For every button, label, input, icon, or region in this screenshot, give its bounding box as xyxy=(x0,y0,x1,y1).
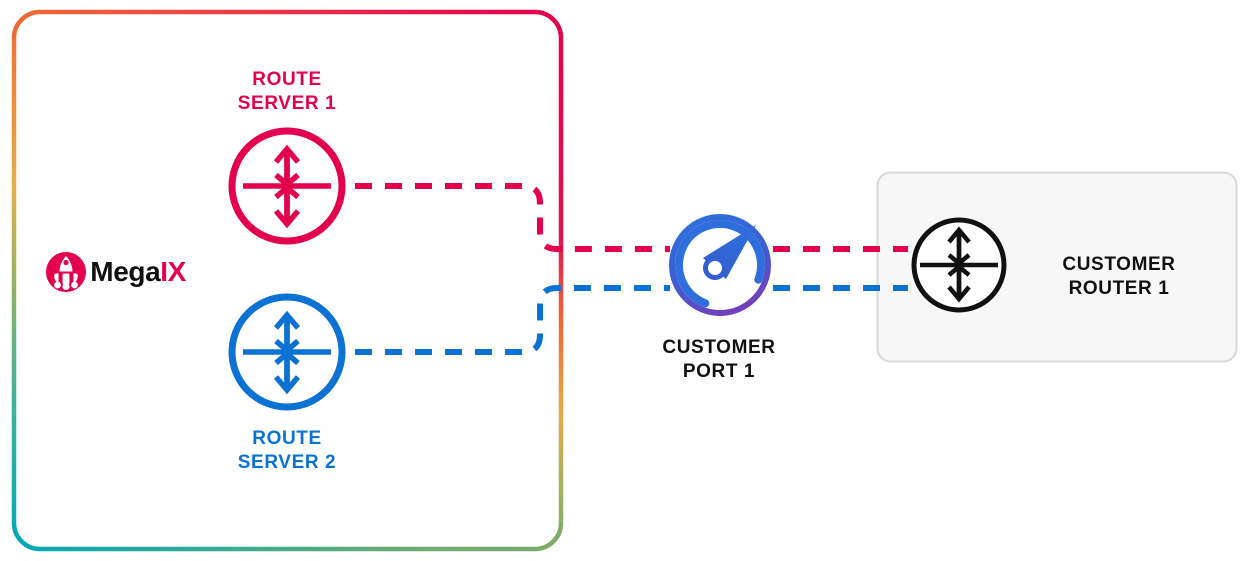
exchange-corner-top-right xyxy=(534,9,564,39)
megaix-exchange-container xyxy=(11,9,564,552)
route-server-1-router-icon[interactable] xyxy=(228,127,346,245)
customer-port-1-speed-gauge-icon[interactable] xyxy=(666,211,771,316)
route-server-2-label: ROUTE SERVER 2 xyxy=(237,428,337,473)
megaix-logo: MegaIX xyxy=(46,252,186,292)
link-route-server-1-to-customer-port xyxy=(355,183,670,252)
route-server-1-label: ROUTE SERVER 1 xyxy=(237,69,337,114)
link-route-server-2-to-customer-port xyxy=(355,285,670,355)
customer-port-1-label: CUSTOMER PORT 1 xyxy=(662,337,776,382)
customer-router-1-label: CUSTOMER ROUTER 1 xyxy=(1062,254,1176,299)
megaix-wordmark-accent: IX xyxy=(160,256,186,287)
megaix-rocket-icon xyxy=(46,252,86,292)
exchange-corner-bottom-right xyxy=(534,522,564,552)
customer-router-1-router-icon[interactable] xyxy=(911,217,1007,313)
exchange-corner-top-left xyxy=(11,9,41,39)
megaix-wordmark: MegaIX xyxy=(46,230,186,314)
route-server-2-router-icon[interactable] xyxy=(228,293,346,411)
megaix-wordmark-primary: Mega xyxy=(90,256,161,287)
exchange-corner-bottom-left xyxy=(11,522,41,552)
